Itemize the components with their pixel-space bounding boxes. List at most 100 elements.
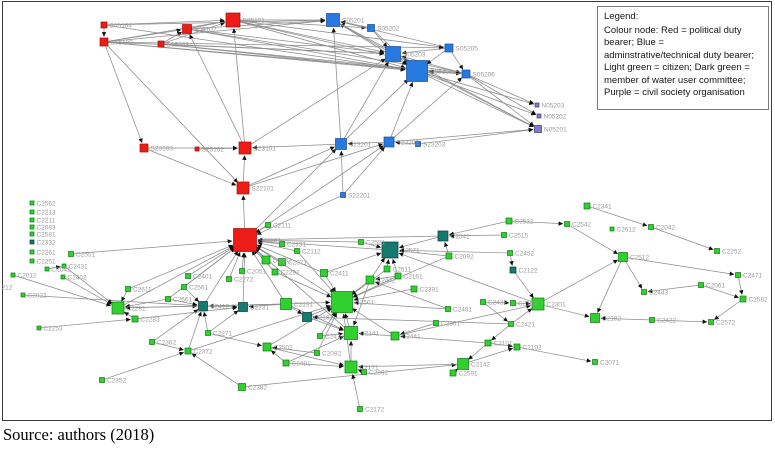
node-label: C2022 (28, 292, 48, 299)
node-label: C2502 (274, 344, 294, 351)
network-node (68, 251, 74, 257)
network-node (326, 13, 340, 27)
network-edge (317, 312, 338, 351)
node-label: C2122 (519, 267, 539, 274)
node-label: S23102 (202, 146, 225, 153)
node-label: S22101 (252, 185, 275, 192)
network-node (590, 313, 600, 323)
network-edge (232, 28, 245, 143)
network-node (29, 224, 35, 230)
network-node (641, 289, 647, 295)
network-edge (257, 235, 439, 242)
network-node (61, 263, 67, 269)
network-node (262, 342, 272, 352)
node-label: C2422 (657, 317, 677, 324)
node-label: C2542 (572, 221, 592, 228)
node-label: C2442 (377, 277, 397, 284)
network-node (280, 298, 292, 310)
network-node (583, 202, 591, 210)
node-label: C2152 (518, 300, 538, 307)
network-edge (374, 281, 446, 309)
network-node (394, 272, 402, 280)
network-edge (245, 362, 457, 388)
network-node (331, 291, 353, 313)
network-edge (568, 224, 619, 255)
network-edge (339, 150, 344, 193)
network-edge (248, 143, 383, 187)
network-node (385, 46, 401, 62)
node-label: C2561 (189, 284, 209, 291)
network-node (461, 69, 471, 79)
network-node (335, 138, 347, 150)
node-label: C2061 (706, 282, 726, 289)
network-node (29, 231, 35, 237)
node-label: C2362 (157, 339, 177, 346)
network-edge (311, 318, 344, 331)
network-node (265, 222, 271, 228)
node-label: C2481 (453, 306, 473, 313)
network-edge (395, 140, 416, 145)
network-edge (256, 244, 321, 272)
network-edge (202, 311, 208, 331)
network-node (149, 339, 155, 345)
network-edge (653, 227, 714, 251)
network-edge (248, 146, 335, 186)
network-edge (363, 242, 382, 249)
network-edge (543, 305, 590, 318)
network-node (317, 333, 323, 339)
node-label: S21101 (259, 237, 281, 244)
network-edge (357, 369, 363, 374)
network-edge (420, 127, 534, 145)
network-edge (372, 30, 388, 48)
network-edge (290, 306, 303, 315)
node-label: S23202 (397, 139, 420, 146)
network-node (383, 265, 391, 273)
node-label: C2253 (44, 325, 64, 332)
node-label: N05201 (544, 126, 567, 133)
node-label: C2412 (210, 303, 230, 310)
network-node (618, 252, 628, 262)
node-label: C2612 (617, 226, 637, 233)
network-edge (484, 303, 509, 322)
network-edge (189, 34, 243, 143)
network-edge (107, 28, 182, 42)
network-edge (340, 20, 446, 48)
network-edge (400, 323, 434, 336)
node-label: S23203 (423, 141, 446, 148)
network-edge (344, 79, 409, 141)
network-edge (353, 300, 446, 310)
network-edge (210, 333, 262, 347)
node-label: C2112 (302, 248, 321, 255)
network-edge (714, 300, 741, 320)
network-edge (277, 272, 332, 298)
network-edge (252, 143, 336, 150)
node-label: C2441 (402, 333, 422, 340)
node-label: C2501 (355, 299, 375, 306)
network-edge (270, 350, 284, 362)
network-edge (375, 276, 396, 281)
legend-box: Legend: Colour node: Red = political dut… (597, 6, 769, 110)
network-edge (519, 347, 592, 363)
network-edge (738, 277, 744, 295)
network-edge (469, 75, 534, 104)
node-label: C2431 (69, 263, 89, 270)
node-label: C2172 (365, 406, 385, 413)
network-edge (468, 344, 486, 360)
node-label: C2382 (248, 384, 268, 391)
network-edge (147, 149, 237, 186)
network-edge (185, 288, 200, 303)
node-label: C2571 (401, 247, 421, 254)
node-label: C2161 (404, 273, 424, 280)
network-edge (398, 252, 533, 303)
node-label: C2372 (194, 348, 214, 355)
network-node (444, 43, 454, 53)
network-edge (426, 75, 534, 128)
node-label: C2171 (360, 364, 380, 371)
network-edge (338, 22, 534, 127)
network-node (261, 255, 271, 265)
network-edge (257, 238, 359, 243)
network-node (225, 12, 241, 28)
network-edge (255, 226, 267, 234)
node-label: C2131 (287, 241, 307, 248)
node-label: C2532 (515, 218, 535, 225)
